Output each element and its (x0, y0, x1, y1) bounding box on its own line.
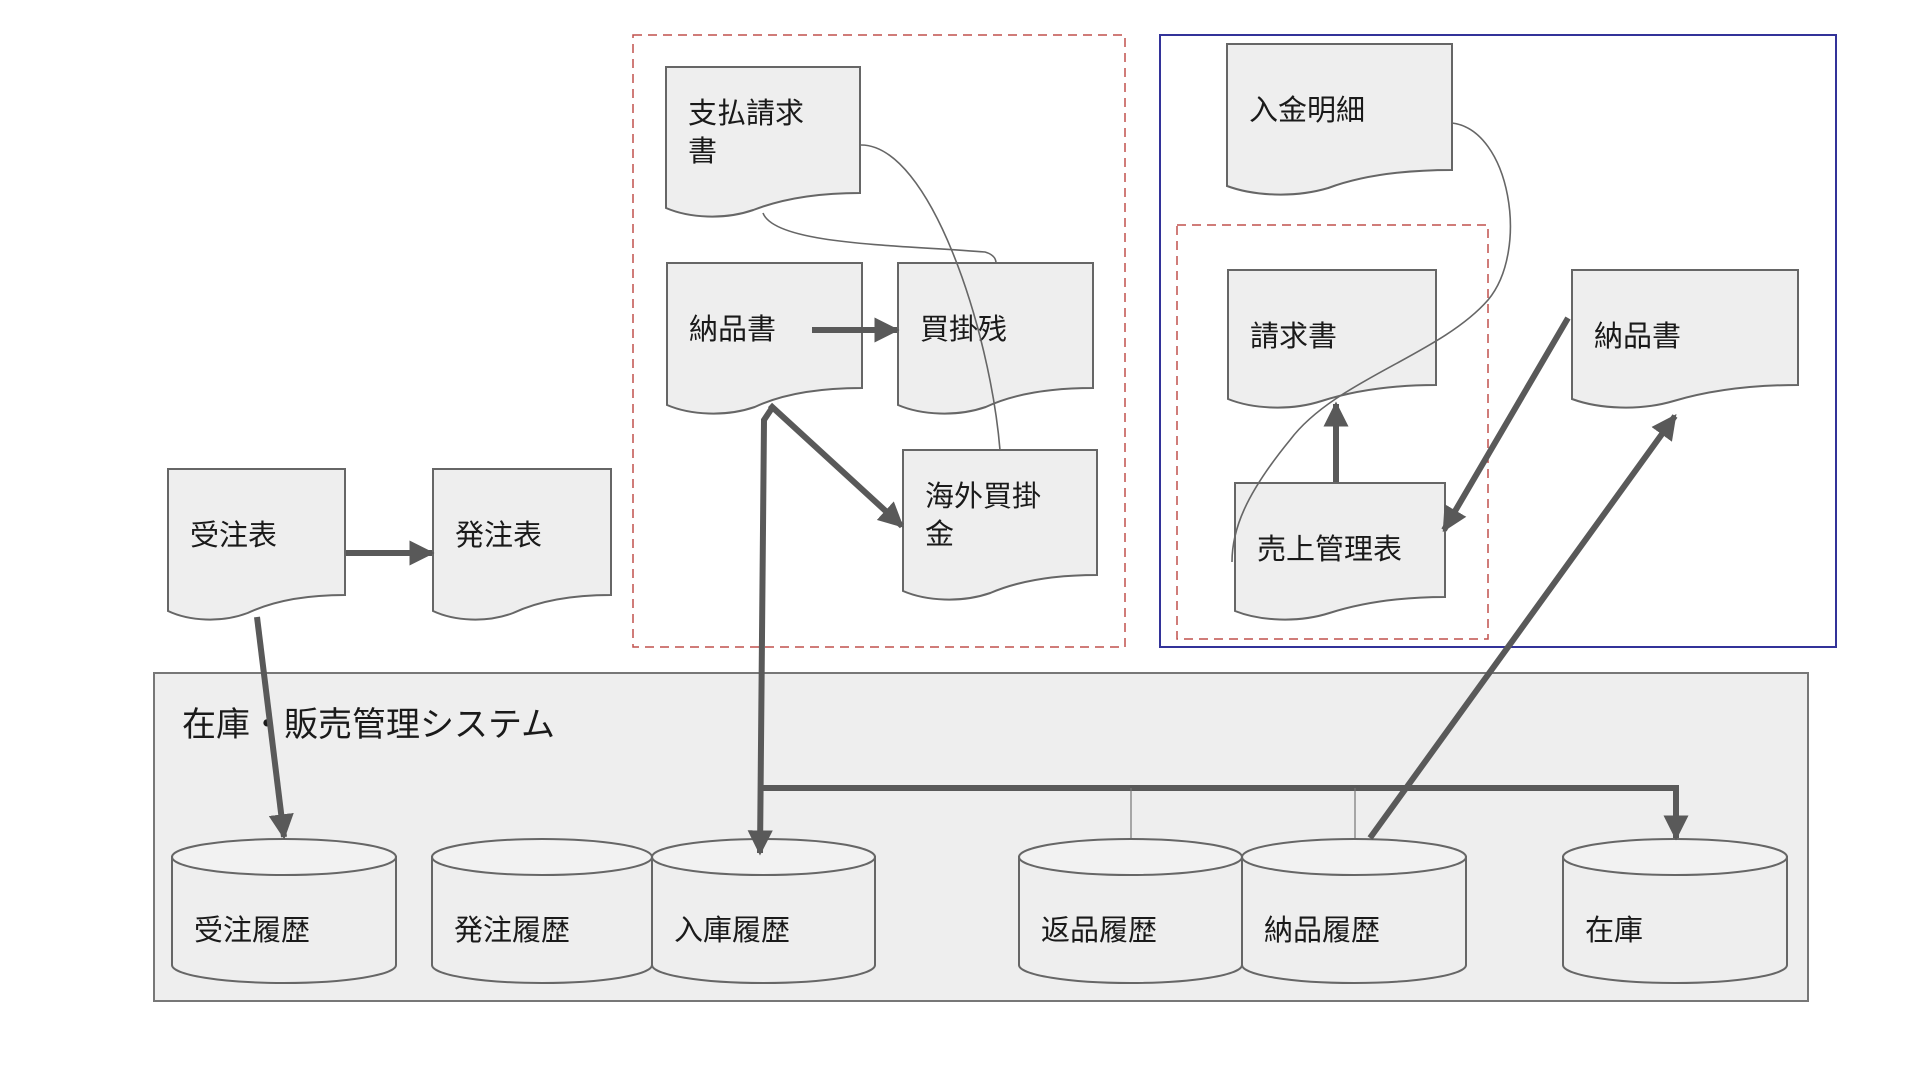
database-label: 在庫 (1585, 913, 1643, 947)
doc-invoice: 請求書 (1227, 269, 1437, 409)
document-label: 入金明細 (1249, 93, 1365, 127)
doc-delivery-note-in: 納品書 (666, 262, 863, 415)
purchasing-group-box (632, 34, 1126, 648)
arrow-order-sheet-to-order-history (254, 616, 294, 840)
document-label: 書 (688, 134, 717, 168)
doc-sales-ledger: 売上管理表 (1234, 482, 1446, 621)
arrow-delivery-note-out-to-sales-ledger (1441, 316, 1571, 533)
system-box (153, 672, 1809, 1002)
system-container: 在庫・販売管理システム (153, 672, 1809, 1002)
document-shape (665, 66, 861, 218)
billing-group-box (1176, 224, 1489, 640)
document-shape (1226, 43, 1453, 196)
db-return-history: 返品履歴 (1018, 838, 1243, 984)
database-top (1018, 838, 1243, 876)
arrow-delivery-note-to-receiving-history (747, 406, 775, 856)
db-receiving-history: 入庫履歴 (651, 838, 876, 984)
document-label: 納品書 (1594, 319, 1681, 353)
db-order-history: 受注履歴 (171, 838, 397, 984)
document-label: 発注表 (455, 518, 542, 552)
database-body (431, 856, 653, 984)
document-label: 受注表 (190, 518, 277, 552)
document-shape (1234, 482, 1446, 621)
connector-payment-statement-to-sales-ledger (1231, 122, 1512, 563)
database-body (1241, 856, 1467, 984)
database-top (431, 838, 653, 876)
db-purchase-history: 発注履歴 (431, 838, 653, 984)
arrow-delivery-note-to-overseas-payables (767, 402, 905, 529)
database-body (1018, 856, 1243, 984)
db-inventory: 在庫 (1562, 838, 1788, 984)
document-label: 売上管理表 (1257, 532, 1402, 566)
database-body (1562, 856, 1788, 984)
system-title: 在庫・販売管理システム (182, 705, 555, 745)
database-top (1241, 838, 1467, 876)
doc-purchase-order-sheet: 発注表 (432, 468, 612, 621)
arrow-bus-to-inventory (760, 785, 1689, 841)
database-body (171, 856, 397, 984)
document-shape (1227, 269, 1437, 409)
database-body (651, 856, 876, 984)
arrow-delivery-history-to-delivery-note-out (1367, 413, 1678, 840)
connector-payment-invoice-to-overseas-payables (860, 144, 1001, 451)
document-label: 請求書 (1250, 319, 1337, 353)
document-label: 納品書 (689, 312, 776, 346)
database-top (1562, 838, 1788, 876)
doc-delivery-note-out: 納品書 (1571, 269, 1799, 409)
database-label: 発注履歴 (454, 913, 570, 947)
database-label: 入庫履歴 (674, 913, 790, 947)
document-label: 支払請求 (688, 96, 804, 130)
doc-payment-statement: 入金明細 (1226, 43, 1453, 196)
doc-ap-balance: 買掛残 (897, 262, 1094, 415)
db-delivery-history: 納品履歴 (1241, 838, 1467, 984)
document-shape (897, 262, 1094, 415)
connector-payment-invoice-to-ap-balance (762, 212, 997, 264)
document-shape (167, 468, 346, 621)
document-shape (1571, 269, 1799, 409)
database-top (651, 838, 876, 876)
document-label: 海外買掛 (925, 479, 1041, 513)
database-label: 受注履歴 (194, 913, 310, 947)
database-label: 納品履歴 (1264, 913, 1380, 947)
database-label: 返品履歴 (1041, 913, 1157, 947)
document-shape (432, 468, 612, 621)
sales-group-box (1159, 34, 1837, 648)
doc-order-sheet: 受注表 (167, 468, 346, 621)
document-shape (666, 262, 863, 415)
database-top (171, 838, 397, 876)
document-label: 金 (925, 517, 954, 551)
document-shape (902, 449, 1098, 601)
document-label: 買掛残 (920, 312, 1007, 346)
